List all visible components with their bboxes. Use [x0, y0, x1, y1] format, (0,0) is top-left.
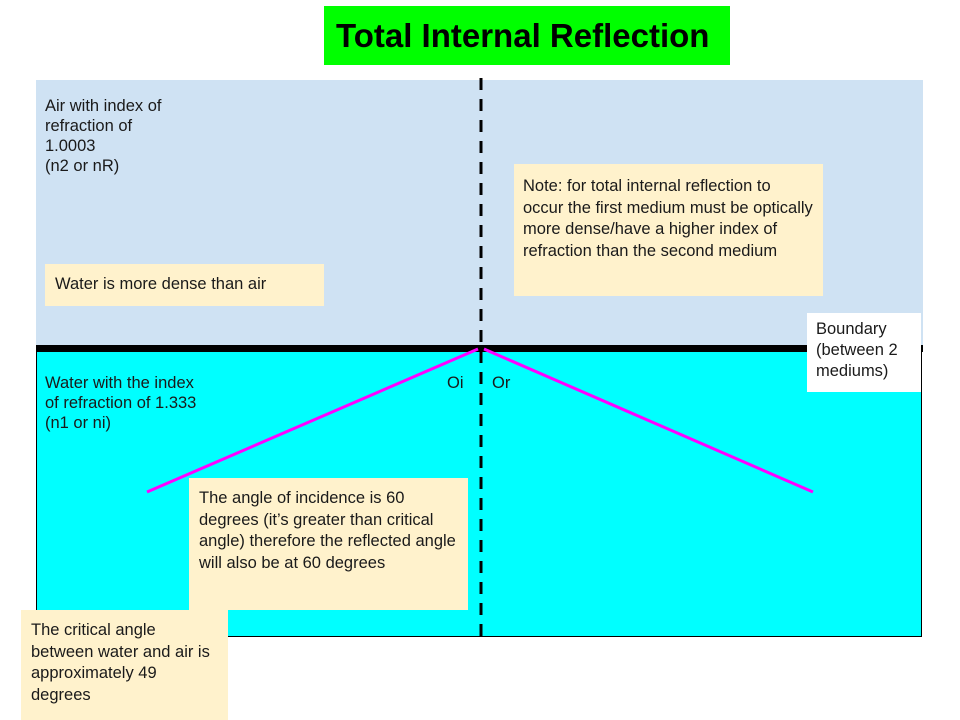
boundary-line	[36, 345, 923, 352]
reflected-angle-label: Or	[492, 374, 511, 392]
incident-ray	[146, 347, 479, 494]
incidence-note: The angle of incidence is 60 degrees (it…	[189, 478, 468, 610]
density-note: Water is more dense than air	[45, 264, 324, 306]
air-label: Air with index of refraction of 1.0003 (…	[45, 97, 162, 175]
page-title: Total Internal Reflection	[336, 16, 710, 54]
boundary-note: Boundary (between 2 mediums)	[807, 313, 921, 392]
water-label: Water with the index of refraction of 1.…	[45, 374, 197, 432]
water-region	[36, 351, 922, 637]
incident-angle-label: Oi	[447, 374, 464, 392]
title-banner: Total Internal Reflection	[324, 6, 730, 65]
critical-angle-note: The critical angle between water and air…	[21, 610, 228, 720]
reflected-ray	[483, 347, 814, 494]
condition-note: Note: for total internal reflection to o…	[514, 164, 823, 296]
